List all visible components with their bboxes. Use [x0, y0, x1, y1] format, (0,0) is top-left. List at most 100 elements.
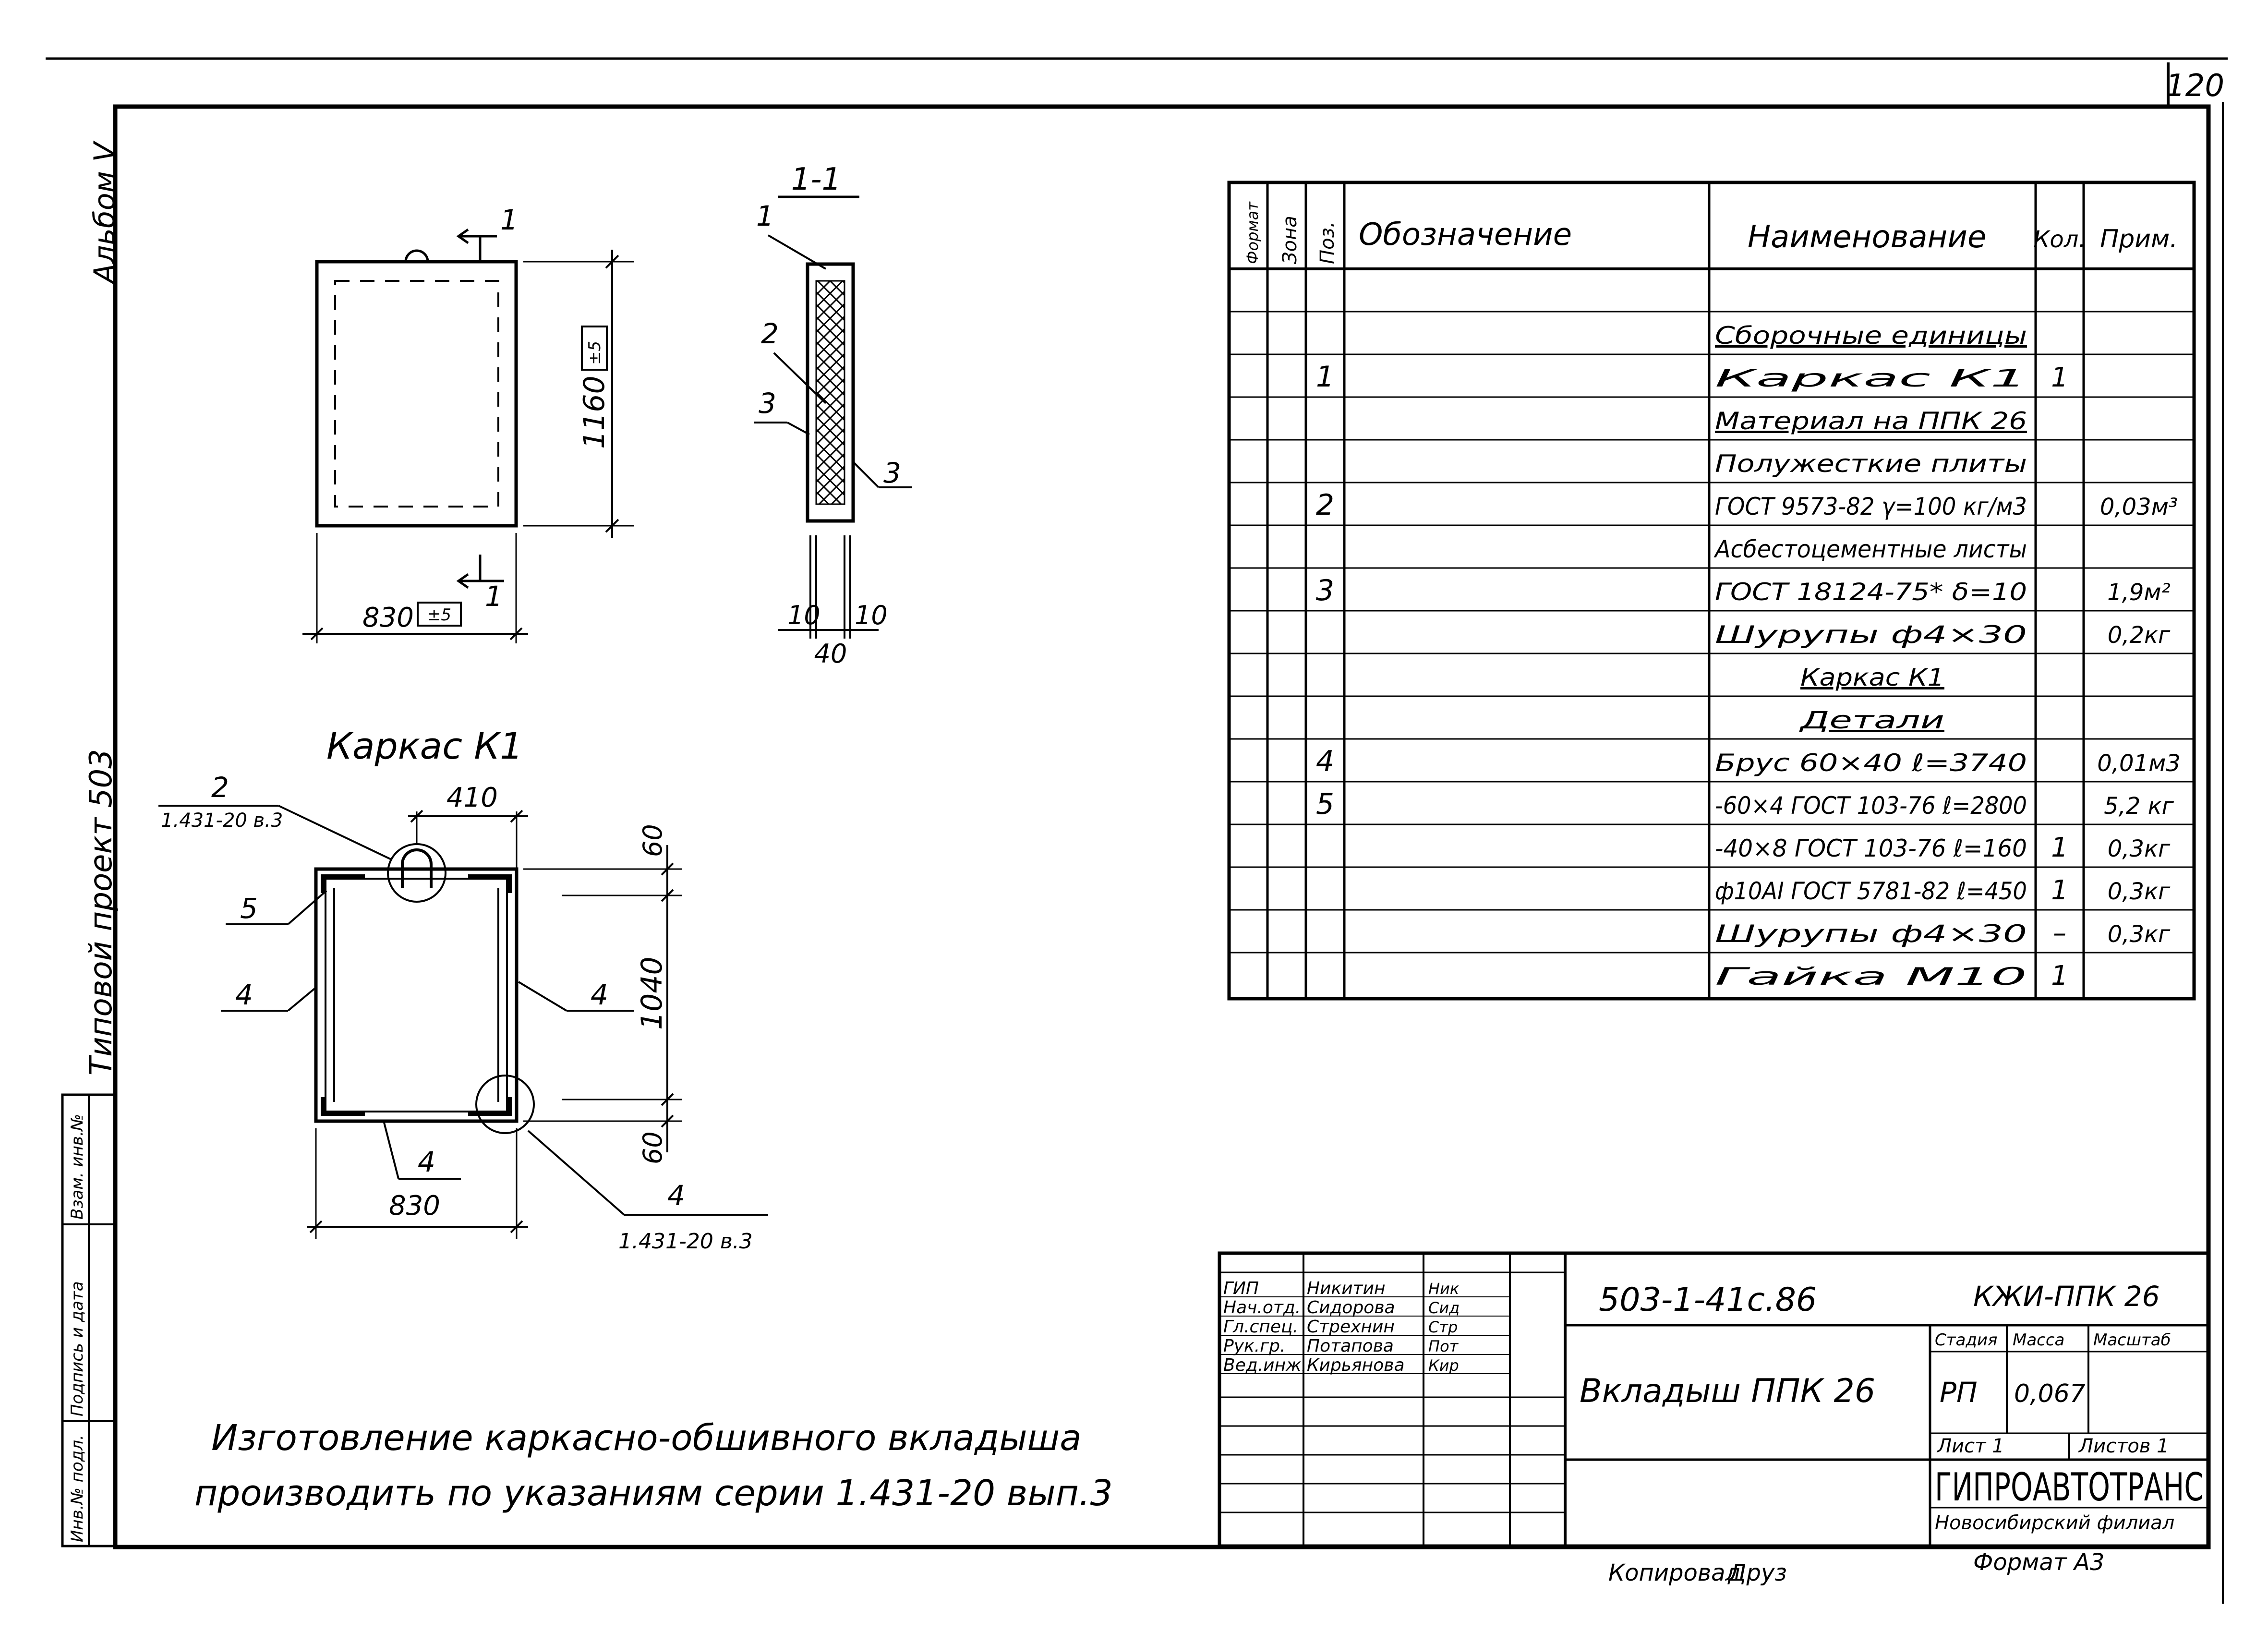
spec-header-zone: Зона	[1279, 216, 1301, 264]
spec-note: 0,3кг	[2108, 835, 2171, 862]
strip-inv-podl: Инв.№ подл.	[68, 1435, 87, 1542]
spec-name: Материал на ППК 26	[1715, 407, 2027, 435]
signature-name: Кирьянова	[1307, 1355, 1405, 1375]
signature-sign: Сид	[1428, 1299, 1460, 1317]
spec-note: 0,3кг	[2108, 921, 2171, 948]
signature-role: Нач.отд.	[1223, 1298, 1301, 1318]
tb-mass-label: Масса	[2013, 1330, 2064, 1350]
frame-title: Каркас К1	[326, 725, 523, 767]
spec-pos: 2	[1316, 488, 1334, 522]
spec-header-name: Наименование	[1748, 219, 1986, 255]
spec-name: Гайка М10	[1715, 963, 2027, 991]
section-callout-3-left: 3	[759, 387, 776, 420]
spec-row: Шурупы ф4×30– 0,3кг	[1715, 918, 2171, 949]
spec-name: ГОСТ 9573-82 γ=100 кг/м3	[1715, 493, 2027, 520]
spec-header-pos: Поз.	[1316, 221, 1339, 264]
signature-sign: Ник	[1428, 1280, 1460, 1298]
section-1-1: 1-1 10 10 40 1 2 3 3	[754, 162, 912, 669]
front-dim-width: 830	[362, 602, 414, 633]
spec-name: Шурупы ф4×30	[1715, 621, 2027, 649]
tb-branch: Новосибирский филиал	[1935, 1512, 2174, 1534]
section-marker-bottom: 1	[485, 580, 503, 613]
tb-title: Вкладыш ППК 26	[1580, 1372, 1875, 1410]
signature-name: Потапова	[1307, 1336, 1394, 1356]
spec-row: Асбестоцементные листы	[1713, 535, 2027, 563]
tb-stage-label: Стадия	[1935, 1330, 1997, 1350]
spec-name: ф10АI ГОСТ 5781-82 ℓ=450	[1715, 877, 2027, 905]
frame-ref-top-num: 2	[211, 771, 229, 804]
signature-name: Сидорова	[1307, 1298, 1395, 1318]
strip-vzam-inv: Взам. инв.№	[68, 1114, 87, 1220]
frame-dim-h-top: 60	[638, 824, 668, 857]
section-title: 1-1	[791, 162, 842, 197]
spec-name: ГОСТ 18124-75* δ=10	[1715, 578, 2027, 606]
sheet-number: 120	[2166, 68, 2224, 104]
signature-row: Рук.гр. Потапова Пот	[1223, 1336, 1459, 1356]
spec-qty: 1	[2051, 832, 2068, 863]
signature-sign: Пот	[1428, 1337, 1459, 1355]
frame-label-5: 5	[240, 892, 258, 925]
spec-note: 0,3кг	[2108, 878, 2171, 905]
footer-copied-sign: Друз	[1727, 1559, 1787, 1586]
footer-copied: Копировал	[1608, 1559, 1740, 1586]
spec-name: Шурупы ф4×30	[1715, 920, 2027, 948]
spec-row: Сборочные единицы	[1715, 322, 2027, 350]
section-callout-3-right: 3	[883, 457, 901, 489]
spec-pos: 1	[1316, 360, 1334, 394]
signature-role: Рук.гр.	[1223, 1336, 1285, 1356]
spec-name: -60×4 ГОСТ 103-76 ℓ=2800	[1715, 792, 2027, 820]
signature-role: Гл.спец.	[1223, 1317, 1298, 1337]
signature-row: Нач.отд. Сидорова Сид	[1223, 1298, 1460, 1318]
spec-table: Формат Зона Поз. Обозначение Наименовани…	[1227, 181, 2196, 1001]
spec-note: 1,9м²	[2107, 579, 2171, 606]
frame-ref-bottom-doc: 1.431-20 в.3	[618, 1229, 753, 1254]
spec-header-qty: Кол.	[2033, 226, 2086, 253]
spec-name: Асбестоцементные листы	[1713, 535, 2027, 563]
spec-note: 0,03м³	[2100, 494, 2178, 520]
frame-dim-top: 410	[446, 782, 498, 813]
tb-stage: РП	[1940, 1376, 1978, 1409]
spec-name: Брус 60×40 ℓ=3740	[1715, 749, 2027, 777]
tb-sheet: Лист 1	[1936, 1435, 2004, 1457]
spec-row: ф10АI ГОСТ 5781-82 ℓ=450 1 0,3кг	[1715, 875, 2171, 906]
spec-name: -40×8 ГОСТ 103-76 ℓ=160	[1715, 834, 2027, 862]
front-tol-height: ±5	[585, 341, 604, 365]
tb-org: ГИПРОАВТОТРАНС	[1935, 1465, 2204, 1510]
spec-name: Детали	[1799, 706, 1944, 734]
album-label: Альбом V	[88, 140, 121, 285]
front-tol-width: ±5	[427, 605, 451, 625]
section-dim-left: 10	[787, 600, 820, 630]
spec-qty: 1	[2051, 875, 2068, 906]
spec-qty: 1	[2051, 362, 2068, 393]
spec-row: Каркас К1	[1800, 664, 1944, 691]
spec-header-format: Формат	[1243, 201, 1262, 264]
tb-scale-label: Масштаб	[2093, 1330, 2171, 1350]
spec-header-note: Прим.	[2100, 225, 2178, 254]
left-margin: Альбом V Типовой проект 503 Инв.№ подл. …	[61, 140, 121, 1547]
spec-row: -40×8 ГОСТ 103-76 ℓ=160 1 0,3кг	[1715, 832, 2171, 863]
frame-dim-height: 1040	[635, 956, 669, 1030]
spec-pos: 3	[1316, 574, 1334, 607]
spec-header-designation: Обозначение	[1359, 217, 1572, 253]
tb-mass: 0,067	[2014, 1379, 2086, 1408]
section-dim-right: 10	[855, 600, 888, 630]
strip-signature-date: Подпись и дата	[68, 1281, 87, 1416]
frame-label-4-left: 4	[235, 979, 253, 1011]
front-dim-height: 1160	[578, 375, 611, 449]
frame-label-4-right: 4	[591, 979, 608, 1011]
frame-dim-width: 830	[389, 1190, 440, 1221]
signature-role: ГИП	[1223, 1279, 1259, 1298]
spec-pos: 4	[1316, 745, 1334, 778]
section-callout-2: 2	[761, 317, 779, 350]
signature-name: Стрехнин	[1307, 1317, 1395, 1337]
frame-dim-h-bottom: 60	[638, 1131, 668, 1164]
spec-row: 3 ГОСТ 18124-75* δ=10 1,9м²	[1316, 574, 2171, 607]
spec-qty: –	[2053, 918, 2066, 949]
tb-mark: КЖИ-ППК 26	[1973, 1280, 2160, 1313]
spec-note: 5,2 кг	[2104, 793, 2174, 820]
